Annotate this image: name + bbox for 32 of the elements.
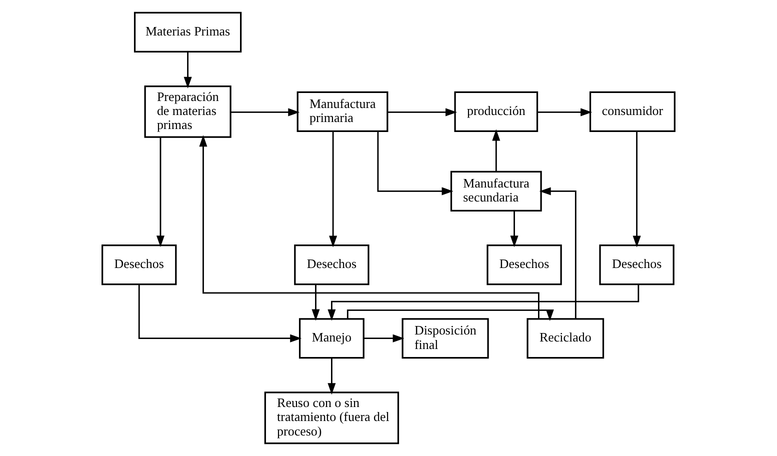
arrow	[184, 52, 192, 88]
arrow	[539, 187, 576, 319]
arrow	[632, 131, 641, 248]
arrow	[329, 131, 338, 248]
node-box: Reuso con o sin tratamiento (fuera del proceso)	[264, 392, 400, 444]
node-box: Desechos	[102, 244, 177, 286]
arrow	[312, 284, 320, 321]
arrow	[199, 135, 540, 319]
arrow	[364, 334, 404, 342]
arrow	[328, 358, 336, 395]
node-box: Preparación de materias primas	[144, 85, 232, 138]
node-box: Desechos	[294, 244, 370, 286]
arrow	[230, 108, 300, 116]
node-box: Disposición final	[402, 318, 489, 359]
node-box: Desechos	[599, 244, 674, 286]
node-box: producción	[454, 91, 538, 132]
node-box: Manufactura primaria	[296, 91, 388, 132]
arrow	[328, 284, 640, 321]
arrow	[537, 108, 592, 116]
node-box: Manufactura secundaria	[450, 170, 542, 212]
node-box: consumidor	[589, 91, 676, 132]
node-box: Materias Primas	[134, 12, 242, 52]
arrow	[346, 309, 554, 321]
arrow	[510, 210, 518, 248]
arrow	[156, 137, 164, 248]
node-box: Reciclado	[526, 318, 604, 359]
arrow	[138, 284, 302, 342]
arrow	[377, 131, 454, 196]
node-box: Desechos	[486, 244, 562, 286]
node-box: Manejo	[298, 318, 364, 359]
arrow	[492, 129, 500, 172]
arrow	[388, 108, 457, 116]
